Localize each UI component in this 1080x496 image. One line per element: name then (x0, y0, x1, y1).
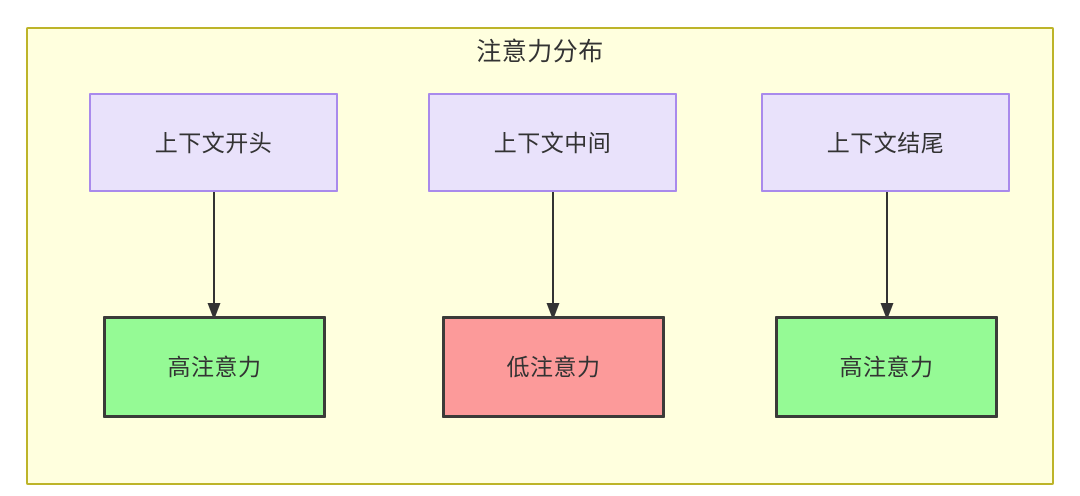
node-label: 低注意力 (506, 354, 601, 380)
node-context-middle[interactable]: 上下文中间 (428, 93, 677, 192)
node-label: 高注意力 (167, 354, 262, 380)
node-label: 上下文结尾 (826, 129, 945, 156)
node-label: 高注意力 (839, 354, 934, 380)
node-context-start[interactable]: 上下文开头 (89, 93, 338, 192)
node-high-attention-end[interactable]: 高注意力 (775, 316, 998, 418)
node-high-attention-start[interactable]: 高注意力 (103, 316, 326, 418)
node-context-end[interactable]: 上下文结尾 (761, 93, 1010, 192)
node-label: 上下文开头 (154, 129, 273, 156)
cluster-title: 注意力分布 (476, 38, 604, 66)
node-label: 上下文中间 (493, 129, 612, 156)
node-low-attention-middle[interactable]: 低注意力 (442, 316, 665, 418)
